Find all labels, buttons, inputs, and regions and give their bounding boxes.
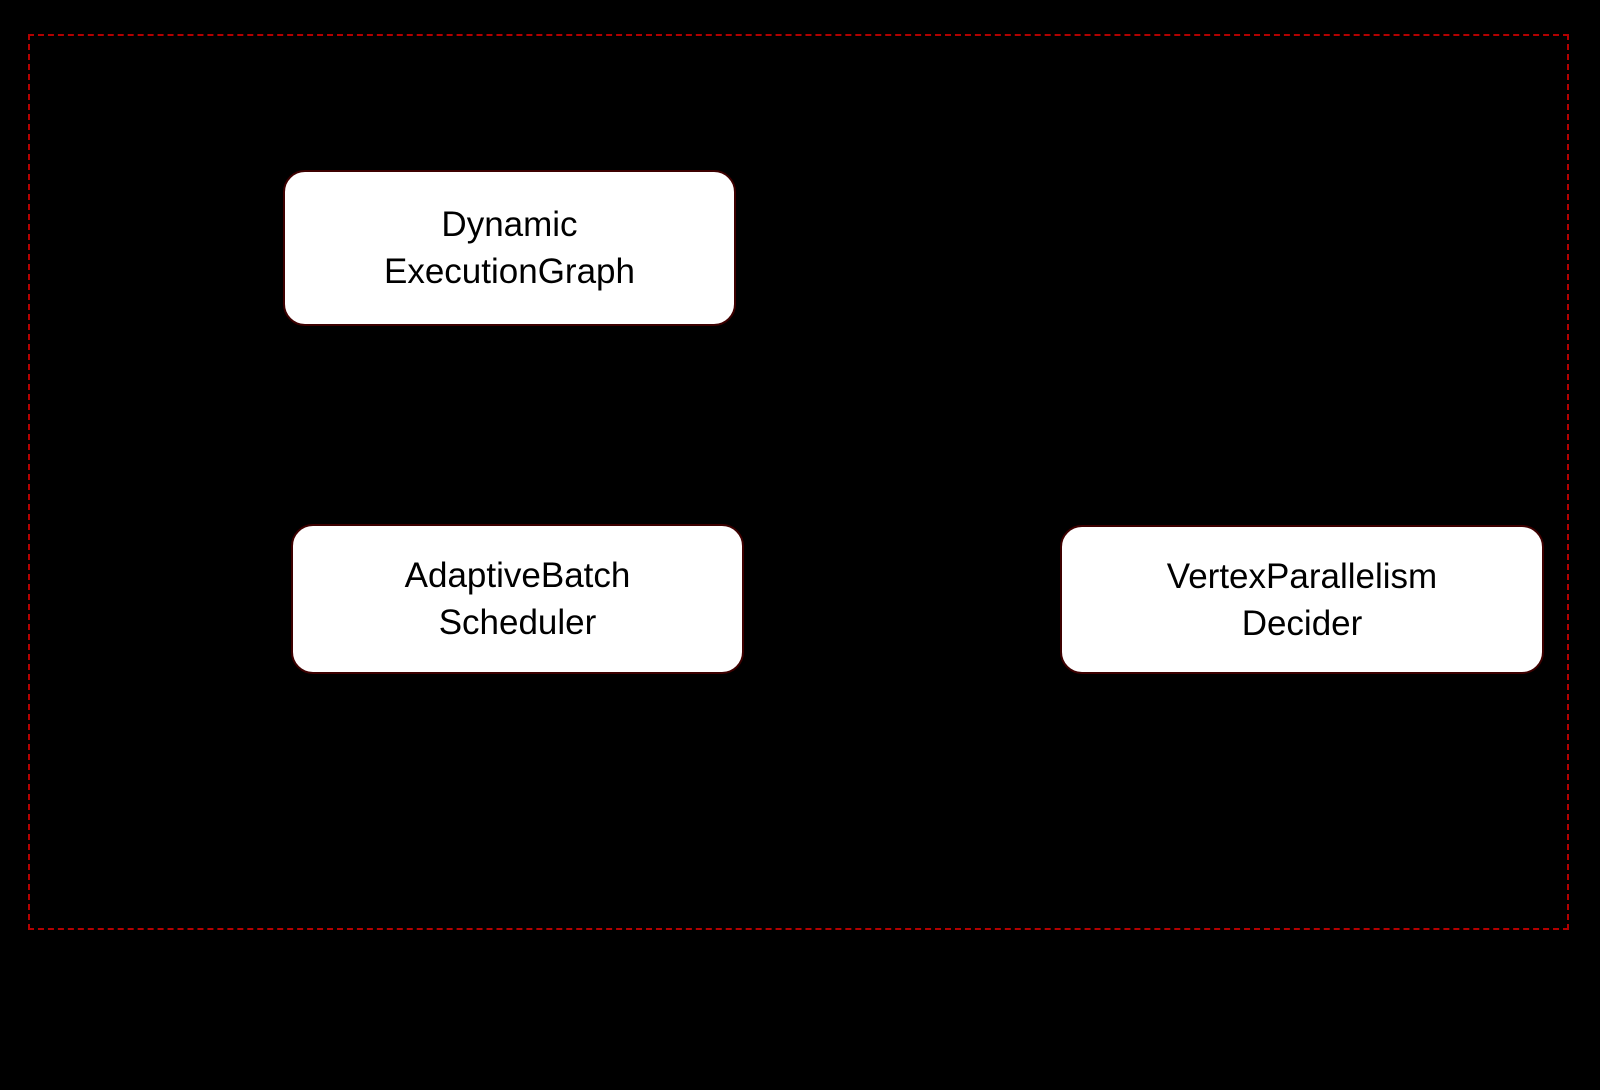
node-label-adaptive-batch-scheduler: AdaptiveBatch Scheduler bbox=[404, 556, 631, 642]
dashed-group-boundary bbox=[28, 34, 1569, 930]
node-label-vertex-parallelism-decider: VertexParallelism Decider bbox=[1166, 556, 1438, 643]
node-vertex-parallelism-decider[interactable]: VertexParallelism Decider bbox=[1060, 525, 1544, 674]
node-label-dynamic-execution-graph: Dynamic ExecutionGraph bbox=[384, 205, 635, 291]
node-dynamic-execution-graph[interactable]: Dynamic ExecutionGraph bbox=[283, 170, 736, 326]
node-adaptive-batch-scheduler[interactable]: AdaptiveBatch Scheduler bbox=[291, 524, 744, 674]
